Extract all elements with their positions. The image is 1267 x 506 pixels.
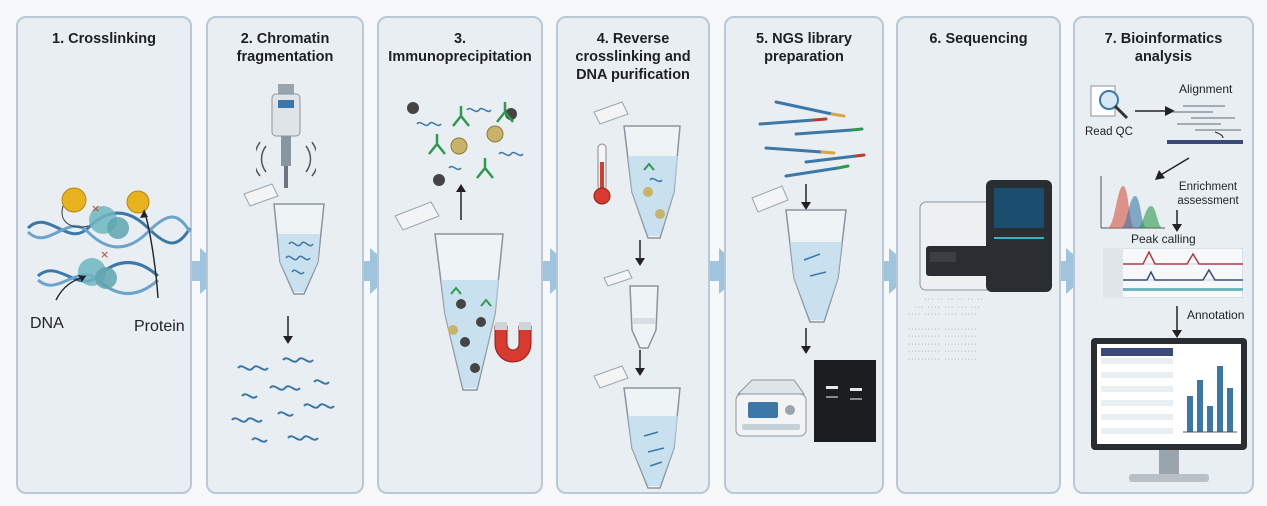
up-arrow-icon [456,184,466,220]
dna-label: DNA [30,315,64,332]
antibody-bead-complex-icon [407,102,524,186]
step-bioinformatics-panel: 7. Bioinformatics analysis Read QC Align… [1073,16,1254,494]
spin-column-icon [603,269,659,349]
step-reverse-crosslinking-panel: 4. Reverse crosslinking and DNA purifica… [556,16,710,494]
svg-text:×: × [91,202,100,215]
step-library-prep-panel: 5. NGS library preparation [724,16,884,494]
crosslinked-chromatin-icon: × × [26,187,192,301]
thermometer-icon [593,143,611,205]
protein-label: Protein [134,318,185,335]
read-qc-label: Read QC [1085,126,1133,138]
down-arrow-icon [635,350,645,376]
magnifier-icon [1090,85,1129,120]
down-arrow-icon [801,328,811,354]
step-title: 2. Chromatin fragmentation [236,31,334,65]
step-immunoprecipitation-panel: 3. Immunoprecipitation [377,16,543,494]
enrichment-plot-icon [1100,176,1165,229]
step-title: 7. Bioinformatics analysis [1104,31,1223,65]
tube-icon [593,101,681,239]
sonicator-icon [256,84,316,188]
down-arrow-icon [1172,306,1182,338]
step-crosslinking-panel: 1. Crosslinking × × DNA Protein [16,16,192,494]
alignment-arrow-icon [1135,106,1175,116]
down-arrow-icon [1172,210,1182,232]
gel-icon [814,360,876,442]
step-title: 1. Crosslinking [52,31,156,47]
down-arrow-icon [801,184,811,210]
peak-calling-label: Peak calling [1131,232,1196,246]
enrichment-assessment-label: Enrichment assessment [1177,181,1239,207]
tube-icon [593,365,681,489]
tube-icon [394,201,504,391]
svg-text:×: × [100,248,109,261]
sequencer-icon [919,180,1052,292]
peak-calling-track-icon [1103,248,1243,298]
monitor-icon [1091,338,1247,482]
alignment-reads-icon [1167,105,1243,144]
magnet-icon [494,322,532,363]
sequence-reads-text: ··· ·· ·· ·· ·· ·· ··· ···· ··· ··· ··· … [907,297,984,363]
step-title: 6. Sequencing [929,31,1028,47]
fragmented-dna-icon [231,357,335,443]
alignment-label: Alignment [1179,82,1233,96]
thermocycler-icon [735,379,807,437]
tube-icon [751,185,847,323]
adapter-ligated-fragments-icon [758,100,866,178]
step-title: 4. Reverse crosslinking and DNA purifica… [575,31,691,83]
step-title: 5. NGS library preparation [756,31,852,65]
step-fragmentation-panel: 2. Chromatin fragmentation [206,16,364,494]
enrichment-arrow-icon [1155,157,1190,180]
down-arrow-icon [635,240,645,266]
step-sequencing-panel: 6. Sequencing ··· ·· ·· ·· ·· ·· ··· ···… [896,16,1061,494]
down-arrow-icon [283,316,293,344]
tube-icon [243,183,325,295]
annotation-label: Annotation [1187,308,1245,322]
step-title: 3. Immunoprecipitation [388,31,532,65]
